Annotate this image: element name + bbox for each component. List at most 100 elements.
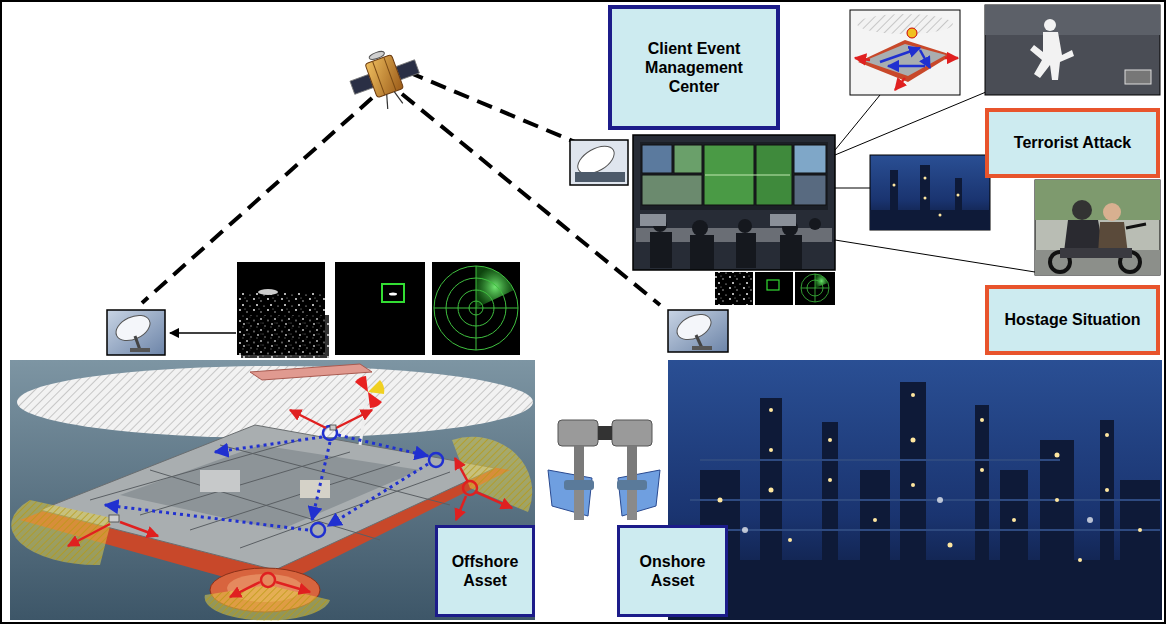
offshore-platform-image-part-part	[105, 505, 308, 530]
satellite-part	[394, 90, 403, 105]
detection-image-part	[389, 293, 397, 296]
sensor-thumbnails-part	[715, 272, 753, 305]
offshore-platform-image-part	[105, 435, 428, 530]
platform-thumbnail-part-part	[945, 57, 958, 60]
dish-photo-part	[575, 172, 625, 182]
hostage-photo	[1035, 180, 1160, 275]
leader-line-part	[835, 240, 1035, 272]
refinery-image-part-part	[1105, 488, 1109, 492]
refinery-image-part-part	[873, 518, 877, 522]
offshore-platform-image-part-part	[456, 496, 466, 520]
box-label: Hostage Situation	[998, 310, 1146, 329]
refinery-image-part-part	[1087, 517, 1093, 523]
sensor-image-part	[258, 289, 278, 295]
surveillance-camera-part	[574, 490, 584, 520]
dish-icon	[668, 309, 728, 352]
hostage-photo-part	[1103, 203, 1121, 221]
refinery-image-part-part	[911, 438, 916, 443]
offshore-platform-image-part	[205, 585, 330, 621]
offshore-platform-image-part	[368, 392, 382, 408]
detection-image	[335, 262, 425, 355]
hostage-photo-part	[1060, 248, 1132, 258]
control-room-photo-part-part	[642, 175, 702, 205]
sensor-image	[237, 262, 329, 358]
asset-box: Offshore Asset	[435, 525, 535, 617]
refinery-image-part-part	[690, 529, 1160, 531]
radar-image-part-part	[476, 266, 477, 350]
offshore-platform-image	[10, 360, 535, 621]
control-room-photo-part	[642, 145, 826, 205]
intruder-photo-part	[1030, 32, 1074, 80]
offshore-platform-image-part-part	[68, 524, 110, 546]
sensor-image-part	[241, 315, 329, 358]
offshore-platform-image-part	[300, 480, 330, 498]
sensor-thumbnails-part	[795, 272, 835, 305]
refinery-image-part-part	[718, 498, 723, 503]
platform-thumbnail-part	[858, 40, 952, 82]
refinery-image-part	[668, 382, 1162, 620]
refinery-image	[668, 360, 1162, 620]
box-label: Terrorist Attack	[1008, 133, 1137, 152]
threat-box: Hostage Situation	[985, 285, 1160, 355]
offshore-platform-image-part	[200, 470, 240, 492]
platform-thumbnail-part-part	[880, 48, 920, 62]
leader-line-part	[835, 95, 880, 150]
refinery-image-part-part	[937, 497, 943, 503]
offshore-platform-image-part-part	[109, 515, 119, 522]
box-label: Onshore Asset	[620, 552, 725, 590]
surveillance-camera-part	[558, 420, 598, 446]
refinery-thumbnail-part	[893, 177, 960, 217]
surveillance-camera-part	[627, 490, 637, 520]
intruder-photo-part	[1125, 70, 1151, 84]
refinery-image-part-part	[911, 393, 915, 397]
refinery-image-part-part	[948, 543, 953, 548]
refinery-image-part	[718, 393, 1143, 562]
refinery-image-part-part	[828, 438, 832, 442]
refinery-image-part-part	[1138, 528, 1142, 532]
offshore-platform-image-part-part	[120, 522, 158, 536]
platform-thumbnail-part	[855, 58, 958, 90]
refinery-thumbnail-part-part	[924, 197, 927, 200]
surveillance-camera-part	[618, 470, 660, 516]
refinery-image-part-part	[769, 448, 773, 452]
dish-icon-part	[668, 310, 728, 352]
refinery-thumbnail	[870, 155, 990, 230]
dish-photo-part	[570, 140, 628, 185]
refinery-image-part-part	[911, 483, 915, 487]
control-room-photo-part-part	[650, 232, 672, 268]
offshore-platform-image-part	[109, 425, 336, 522]
hostage-photo-part	[1035, 180, 1160, 275]
control-room-photo-part	[640, 142, 828, 210]
platform-thumbnail-part	[850, 10, 960, 95]
control-room-photo-part-part	[770, 214, 796, 226]
offshore-platform-image-part-part	[330, 425, 336, 430]
refinery-image-part-part	[690, 499, 1160, 501]
surveillance-camera-part	[604, 426, 612, 440]
refinery-image-part-part	[668, 560, 1162, 620]
offshore-platform-image-part	[90, 440, 450, 548]
surveillance-camera-part	[612, 420, 652, 446]
refinery-thumbnail-part-part	[957, 194, 960, 197]
platform-thumbnail-part	[864, 44, 946, 76]
surveillance-camera-part	[548, 470, 592, 516]
platform-thumbnail-part-part	[888, 65, 925, 68]
offshore-platform-image-part-part	[240, 472, 450, 548]
offshore-platform-image-part-part	[230, 582, 260, 597]
sensor-thumbnails	[715, 272, 835, 305]
detection-image-part	[382, 284, 404, 302]
refinery-image-part-part	[980, 468, 984, 472]
surveillance-camera-part	[574, 446, 584, 482]
refinery-thumbnail-part-part	[939, 214, 942, 217]
offshore-platform-image-part-part	[336, 410, 372, 428]
dish-icon-part	[673, 309, 715, 344]
control-room-photo-part	[705, 175, 790, 176]
intruder-photo-part	[985, 5, 1160, 95]
offshore-platform-image-part-part	[338, 435, 428, 456]
event-center-box: Client Event Management Center	[608, 5, 780, 130]
asset-box: Onshore Asset	[617, 525, 728, 617]
satellite	[344, 41, 427, 118]
hostage-photo-part	[1126, 224, 1146, 228]
control-room-photo-part-part	[736, 233, 756, 268]
